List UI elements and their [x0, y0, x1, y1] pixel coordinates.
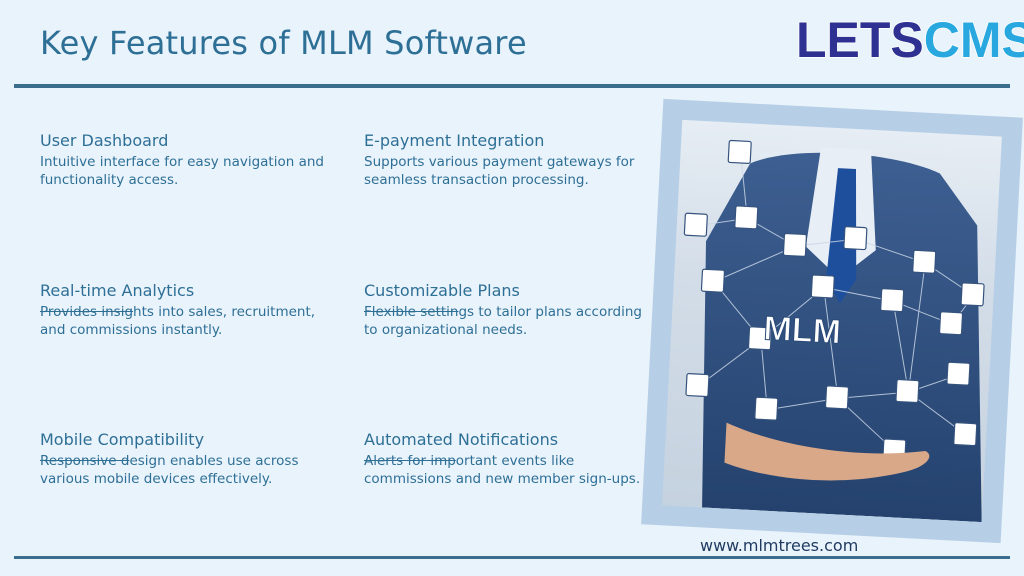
logo-cms: CMS: [923, 11, 1024, 69]
letscms-logo: LETSCMS: [795, 10, 1024, 70]
feature-customizable-plans: Customizable Plans Flexible settings to …: [364, 281, 654, 339]
feature-desc-text: esign enables use across various mobile …: [40, 453, 299, 487]
feature-title: Customizable Plans: [364, 281, 520, 300]
feature-real-time-analytics: Real-time Analytics Provides insights in…: [40, 281, 330, 339]
feature-desc-text: Intuitive interface for easy navigation …: [40, 154, 324, 188]
logo-lets: LETS: [795, 11, 924, 69]
feature-desc-struck: Responsive d: [40, 453, 130, 469]
feature-desc-struck: Alerts for imp: [364, 453, 456, 469]
feature-title: E-payment Integration: [364, 131, 545, 150]
feature-title: User Dashboard: [40, 131, 169, 150]
slide-title: Key Features of MLM Software: [40, 24, 527, 62]
feature-automated-notifications: Automated Notifications Alerts for impor…: [364, 430, 654, 488]
feature-description: Alerts for important events like commiss…: [364, 452, 654, 488]
feature-description: Flexible settings to tailor plans accord…: [364, 303, 654, 339]
network-illustration: MLM: [683, 139, 985, 523]
feature-mobile-compatibility: Mobile Compatibility Responsive design e…: [40, 430, 330, 488]
feature-desc-text: hts into sales, recruitment, and commiss…: [40, 304, 316, 338]
feature-e-payment-integration: E-payment Integration Supports various p…: [364, 131, 654, 189]
feature-desc-text: gs to tailor plans according to organiza…: [364, 304, 642, 338]
feature-description: Responsive design enables use across var…: [40, 452, 330, 488]
feature-desc-struck: Flexible settin: [364, 304, 459, 320]
suit-body: [702, 152, 982, 523]
feature-title: Real-time Analytics: [40, 281, 195, 300]
businessman-network-photo: MLM: [662, 119, 1002, 523]
feature-description: Provides insights into sales, recruitmen…: [40, 303, 330, 339]
mlm-label: MLM: [763, 309, 842, 351]
feature-desc-text: Supports various payment gateways for se…: [364, 154, 635, 188]
tie: [826, 168, 857, 304]
network-nodes: [683, 139, 985, 463]
bottom-divider: [14, 556, 1010, 559]
feature-desc-text: ortant events like commissions and new m…: [364, 453, 641, 487]
top-divider: [14, 84, 1010, 88]
feature-title: Mobile Compatibility: [40, 430, 205, 449]
feature-desc-struck: Provides insig: [40, 304, 134, 320]
feature-description: Intuitive interface for easy navigation …: [40, 153, 330, 189]
feature-description: Supports various payment gateways for se…: [364, 153, 654, 189]
open-hand: [724, 422, 930, 481]
footer-website-url: www.mlmtrees.com: [700, 536, 859, 555]
feature-title: Automated Notifications: [364, 430, 559, 449]
feature-user-dashboard: User Dashboard Intuitive interface for e…: [40, 131, 330, 189]
photo-frame: MLM: [641, 98, 1023, 544]
